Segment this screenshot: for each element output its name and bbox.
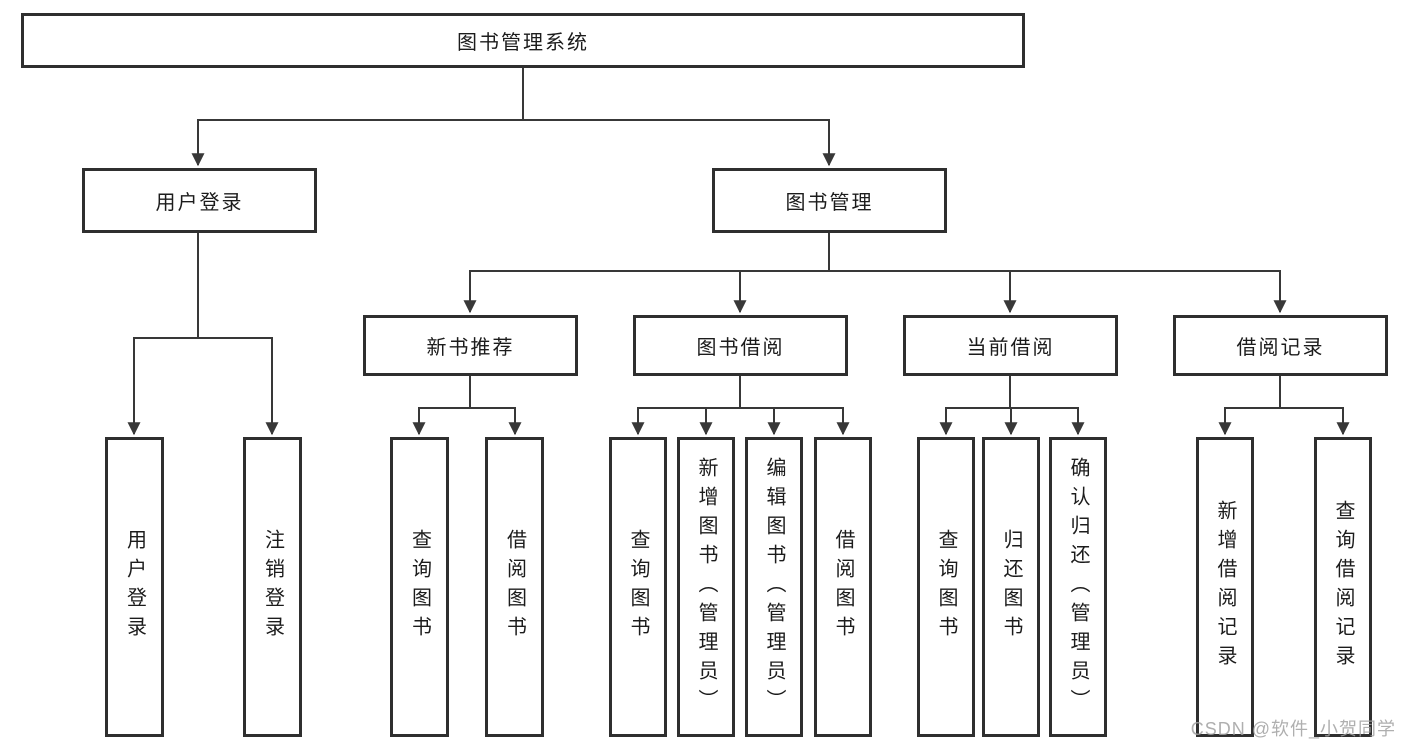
leaf-borrow-book-2: 借阅图书 [814, 437, 872, 737]
connector-record-1 [1218, 376, 1281, 436]
node-borrow-record: 借阅记录 [1173, 315, 1388, 376]
leaf-user-login: 用户登录 [105, 437, 164, 737]
node-new-book-recommend-label: 新书推荐 [426, 337, 515, 359]
leaf-query-borrow-record: 查询借阅记录 [1314, 437, 1372, 737]
connector-mgmt-current-borrow [828, 233, 1017, 314]
leaf-logout-login: 注销登录 [243, 437, 302, 737]
node-root-label: 图书管理系统 [457, 32, 589, 54]
connector-mgmt-book-borrow [733, 233, 830, 314]
connector-record-2 [1279, 376, 1350, 436]
leaf-borrow-book-1-label: 借阅图书 [503, 529, 526, 645]
leaf-confirm-return-label: 确认归还（管理员） [1067, 456, 1089, 718]
connector-newbook-2 [469, 376, 522, 436]
connector-borrow-4 [739, 376, 850, 436]
leaf-query-borrow-record-label: 查询借阅记录 [1332, 500, 1354, 674]
connector-borrow-2 [699, 376, 741, 436]
node-user-login-label: 用户登录 [155, 192, 244, 214]
connector-current-1 [939, 376, 1011, 436]
node-book-borrow: 图书借阅 [633, 315, 848, 376]
node-book-borrow-label: 图书借阅 [696, 337, 785, 359]
connector-borrow-3 [739, 376, 781, 436]
node-new-book-recommend: 新书推荐 [363, 315, 578, 376]
leaf-borrow-book-2-label: 借阅图书 [832, 529, 854, 645]
node-borrow-record-label: 借阅记录 [1236, 337, 1325, 359]
leaf-query-book-1: 查询图书 [390, 437, 449, 737]
leaf-add-borrow-record-label: 新增借阅记录 [1214, 500, 1236, 674]
leaf-add-book: 新增图书（管理员） [677, 437, 735, 737]
node-current-borrow: 当前借阅 [903, 315, 1118, 376]
node-root: 图书管理系统 [21, 13, 1025, 68]
node-current-borrow-label: 当前借阅 [966, 337, 1055, 359]
connector-root-book-management [522, 68, 836, 167]
leaf-edit-book: 编辑图书（管理员） [745, 437, 803, 737]
leaf-edit-book-label: 编辑图书（管理员） [763, 456, 785, 718]
connector-borrow-1 [631, 376, 741, 436]
connector-mgmt-new-book [463, 233, 830, 314]
leaf-add-book-label: 新增图书（管理员） [695, 456, 717, 718]
leaf-user-login-label: 用户登录 [123, 529, 146, 645]
connector-current-3 [1009, 376, 1085, 436]
leaf-add-borrow-record: 新增借阅记录 [1196, 437, 1254, 737]
connector-user-login-1 [127, 233, 199, 436]
node-user-login: 用户登录 [82, 168, 317, 233]
connector-root-user-login [191, 68, 524, 167]
leaf-borrow-book-1: 借阅图书 [485, 437, 544, 737]
leaf-query-book-1-label: 查询图书 [408, 529, 431, 645]
node-book-management: 图书管理 [712, 168, 947, 233]
leaf-confirm-return: 确认归还（管理员） [1049, 437, 1107, 737]
connector-user-login-2 [197, 233, 279, 436]
leaf-return-book: 归还图书 [982, 437, 1040, 737]
node-book-management-label: 图书管理 [785, 192, 874, 214]
leaf-query-book-2-label: 查询图书 [627, 529, 649, 645]
csdn-watermark: CSDN @软件_小贺同学 [1190, 719, 1396, 739]
connector-mgmt-borrow-record [828, 233, 1287, 314]
leaf-query-book-3: 查询图书 [917, 437, 975, 737]
leaf-logout-login-label: 注销登录 [261, 529, 284, 645]
leaf-query-book-3-label: 查询图书 [935, 529, 957, 645]
leaf-return-book-label: 归还图书 [1000, 529, 1022, 645]
leaf-query-book-2: 查询图书 [609, 437, 667, 737]
connector-newbook-1 [412, 376, 471, 436]
